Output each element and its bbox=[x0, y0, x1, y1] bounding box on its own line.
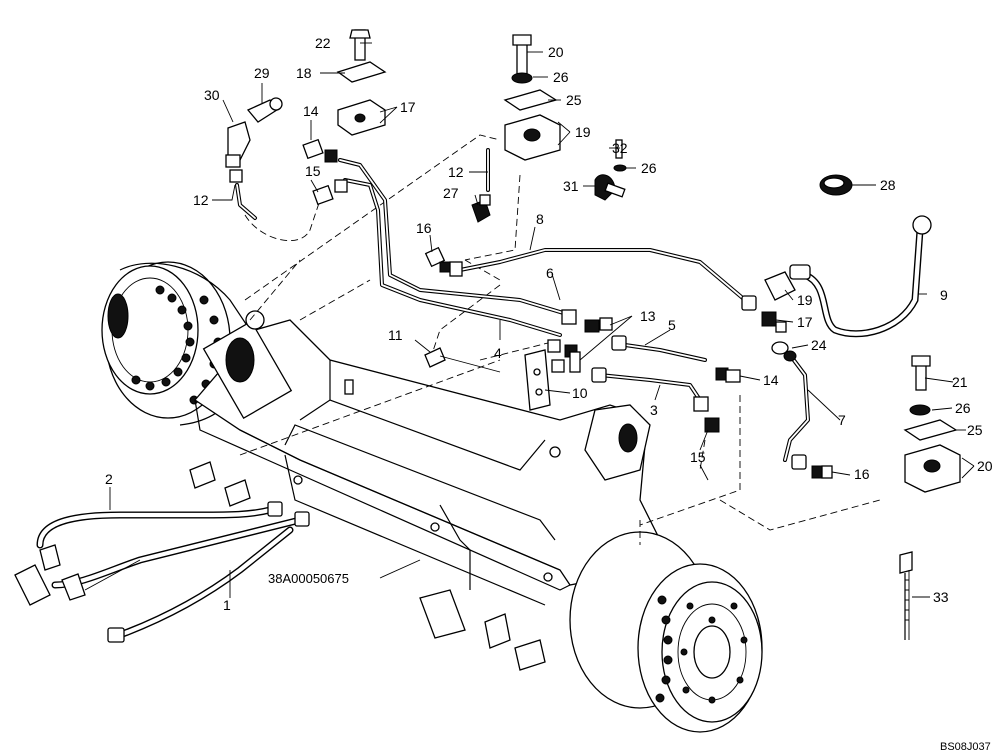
brake-pipe-5 bbox=[623, 343, 707, 362]
hose-1 bbox=[107, 526, 294, 643]
callout-labels: 22 18 17 29 30 14 15 12 20 26 25 19 32 2… bbox=[193, 35, 948, 308]
brake-pipe-8 bbox=[458, 248, 747, 302]
callout-25: 25 bbox=[967, 422, 983, 438]
brake-pipe-12 bbox=[235, 148, 490, 220]
callout-2: 2 bbox=[105, 471, 113, 487]
hose-9 bbox=[789, 215, 932, 338]
callout-11: 11 bbox=[388, 327, 403, 343]
callout-31: 31 bbox=[563, 178, 579, 194]
callout-16: 16 bbox=[416, 220, 432, 236]
brake-pipe-4 bbox=[343, 178, 562, 337]
callout-17-label: 17 bbox=[797, 314, 813, 330]
callout-7: 7 bbox=[838, 412, 846, 428]
callout-21: 17 bbox=[400, 99, 416, 115]
callout-22: 18 bbox=[296, 65, 312, 81]
callout-14: 14 bbox=[303, 103, 319, 119]
callout-4: 4 bbox=[494, 345, 502, 361]
callout-3: 3 bbox=[650, 402, 658, 418]
callout-32: 32 bbox=[612, 140, 628, 156]
callout-9: 9 bbox=[940, 287, 948, 303]
callout-6: 6 bbox=[546, 265, 554, 281]
reference-code-label: BS08J037 bbox=[940, 741, 991, 753]
callout-24: 24 bbox=[811, 337, 827, 353]
brake-pipe-3 bbox=[598, 373, 702, 402]
drawing-code-label: 38A00050675 bbox=[268, 571, 349, 586]
callout-20: 21 bbox=[952, 374, 968, 390]
brake-pipe-6 bbox=[338, 158, 572, 317]
callout-30: 30 bbox=[204, 87, 220, 103]
callout-26: 26 bbox=[641, 160, 657, 176]
callout-1: 1 bbox=[223, 597, 231, 613]
callout-13: 13 bbox=[640, 308, 656, 324]
drawing-code: 38A00050675 bbox=[268, 571, 349, 586]
callout-15: 15 bbox=[305, 163, 321, 179]
callout-26: 26 bbox=[553, 69, 569, 85]
callout-23: 22 bbox=[315, 35, 331, 51]
numbered-callouts: 17 24 13 5 4 11 10 14 3 7 21 26 25 20 15… bbox=[105, 308, 993, 613]
callout-25: 25 bbox=[566, 92, 582, 108]
leader-lines bbox=[109, 42, 975, 598]
reference-id: BS08J037 bbox=[940, 741, 991, 753]
callout-19: 20 bbox=[977, 458, 993, 474]
right-hub-bolts bbox=[655, 595, 748, 704]
callout-10: 10 bbox=[572, 385, 588, 401]
callout-8: 8 bbox=[536, 211, 544, 227]
callout-14: 14 bbox=[763, 372, 779, 388]
callout-19: 19 bbox=[575, 124, 591, 140]
callout-20: 20 bbox=[548, 44, 564, 60]
callout-28: 28 bbox=[880, 177, 896, 193]
clamp-assemblies bbox=[336, 29, 961, 640]
callout-5: 5 bbox=[668, 317, 676, 333]
callout-18: 19 bbox=[797, 292, 813, 308]
callout-15: 15 bbox=[690, 449, 706, 465]
callout-12: 12 bbox=[193, 192, 209, 208]
callout-16: 16 bbox=[854, 466, 870, 482]
callout-29: 29 bbox=[254, 65, 270, 81]
brake-pipe-7 bbox=[783, 353, 810, 462]
right-wheel-hub bbox=[569, 531, 763, 733]
callout-33: 33 bbox=[933, 589, 949, 605]
axle-housing bbox=[101, 261, 763, 733]
callout-27: 27 bbox=[443, 185, 459, 201]
assembly-guide-lines bbox=[239, 134, 881, 545]
hose-2 bbox=[14, 501, 310, 606]
callout-26: 26 bbox=[955, 400, 971, 416]
callout-12: 12 bbox=[448, 164, 464, 180]
